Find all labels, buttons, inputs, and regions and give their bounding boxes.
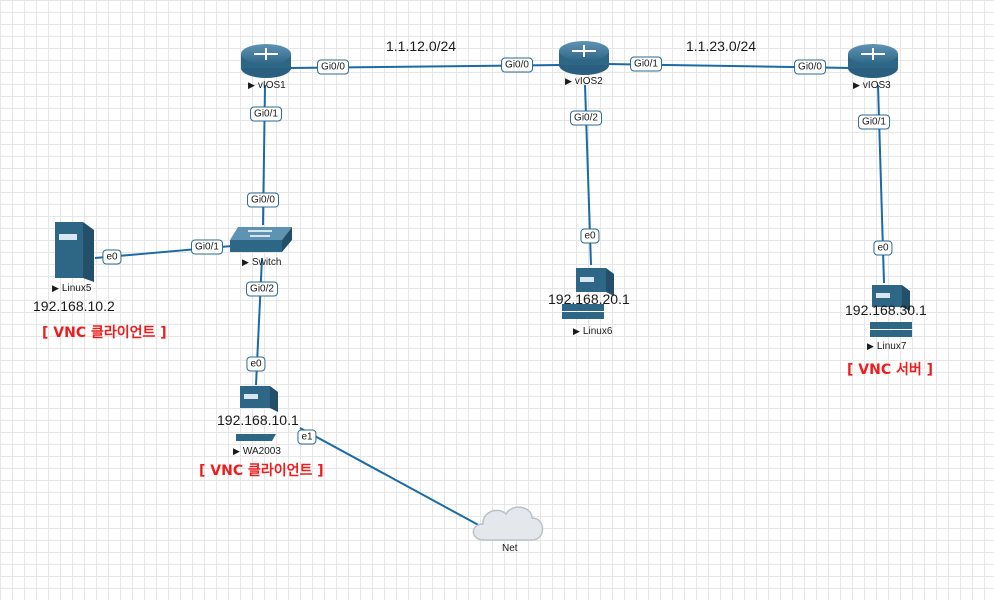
port-vios1-gi00[interactable]: Gi0/0 — [317, 59, 349, 75]
node-label-net[interactable]: Net — [502, 543, 518, 554]
server-tower-icon[interactable] — [55, 222, 94, 282]
port-vios2-gi01[interactable]: Gi0/1 — [630, 56, 662, 72]
server-icon[interactable] — [870, 285, 912, 337]
network-label-12: 1.1.12.0/24 — [386, 38, 457, 54]
play-icon: ▶ — [573, 326, 580, 336]
play-icon: ▶ — [565, 76, 572, 86]
port-vios2-gi02[interactable]: Gi0/2 — [570, 110, 602, 126]
node-label-linux7[interactable]: ▶Linux7 — [867, 341, 907, 352]
port-wa2003-e0[interactable]: e0 — [246, 356, 266, 372]
play-icon: ▶ — [233, 446, 240, 456]
link-wa2003-net — [299, 427, 485, 529]
router-icon[interactable] — [848, 44, 898, 78]
port-linux6-e0[interactable]: e0 — [580, 228, 600, 244]
play-icon: ▶ — [248, 80, 255, 90]
port-switch-gi00[interactable]: Gi0/0 — [247, 192, 279, 208]
play-icon: ▶ — [853, 80, 860, 90]
port-vios3-gi00[interactable]: Gi0/0 — [794, 59, 826, 75]
router-icon[interactable] — [559, 41, 609, 75]
role-linux5: [ VNC 클라이언트 ] — [42, 325, 167, 341]
network-label-23: 1.1.23.0/24 — [686, 38, 757, 54]
ip-linux7: 192.168.30.1 — [845, 302, 927, 318]
node-label-wa2003[interactable]: ▶WA2003 — [233, 446, 281, 457]
node-label-linux5[interactable]: ▶Linux5 — [52, 283, 92, 294]
node-label-linux6[interactable]: ▶Linux6 — [573, 326, 613, 337]
port-wa2003-e1[interactable]: e1 — [297, 429, 317, 445]
play-icon: ▶ — [242, 257, 249, 267]
ip-linux5: 192.168.10.2 — [33, 298, 115, 314]
port-linux5-e0[interactable]: e0 — [102, 249, 122, 265]
ip-wa2003: 192.168.10.1 — [217, 412, 299, 428]
node-label-vios3[interactable]: ▶vIOS3 — [853, 80, 891, 91]
switch-icon[interactable] — [230, 227, 292, 252]
play-icon: ▶ — [867, 341, 874, 351]
role-linux7: [ VNC 서버 ] — [847, 362, 934, 378]
server-icon[interactable] — [562, 268, 614, 319]
port-vios2-gi00[interactable]: Gi0/0 — [501, 57, 533, 73]
server-icon[interactable] — [236, 386, 278, 441]
node-label-switch[interactable]: ▶Switch — [242, 257, 282, 268]
node-label-vios1[interactable]: ▶vIOS1 — [248, 80, 286, 91]
port-linux7-e0[interactable]: e0 — [873, 240, 893, 256]
port-vios3-gi01[interactable]: Gi0/1 — [858, 114, 890, 130]
router-icon[interactable] — [241, 44, 291, 78]
port-switch-gi02[interactable]: Gi0/2 — [246, 281, 278, 297]
port-vios1-gi01[interactable]: Gi0/1 — [250, 106, 282, 122]
play-icon: ▶ — [52, 283, 59, 293]
cloud-icon[interactable] — [472, 506, 544, 541]
port-switch-gi01[interactable]: Gi0/1 — [191, 239, 223, 255]
role-wa2003: [ VNC 클라이언트 ] — [199, 463, 324, 479]
node-label-vios2[interactable]: ▶vIOS2 — [565, 76, 603, 87]
ip-linux6: 192.168.20.1 — [548, 291, 630, 307]
